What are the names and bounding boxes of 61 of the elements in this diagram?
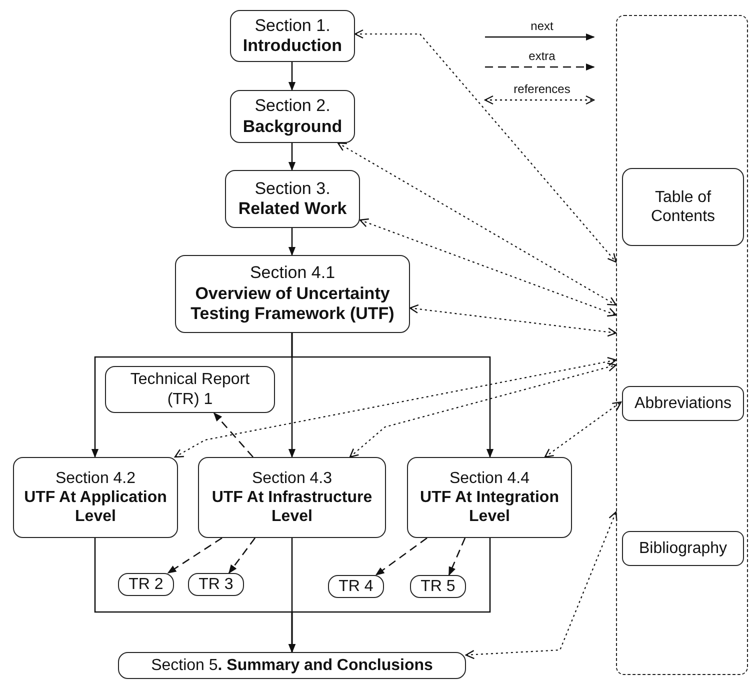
section-title: UTF At Integration Level — [419, 488, 560, 526]
section-box — [230, 90, 355, 143]
report-tag — [188, 573, 244, 596]
legend-label: extra — [528, 49, 556, 63]
dotted-arrow — [409, 304, 617, 337]
arrow — [288, 62, 296, 91]
section-label: Bibliography — [638, 538, 728, 558]
dashed-arrow — [448, 538, 466, 576]
section-title: Background — [242, 116, 342, 137]
dotted-arrow — [349, 362, 617, 458]
legend-label: references — [514, 82, 570, 96]
legend-label: next — [530, 19, 554, 33]
section-label: Section 4.2 — [55, 468, 136, 488]
arrow — [288, 538, 491, 653]
section-label: TR 3 — [198, 574, 234, 594]
section-box — [407, 457, 572, 538]
section-box — [13, 457, 178, 538]
dashed-arrow — [228, 538, 256, 574]
section-label: Abbreviations — [634, 394, 732, 414]
section-label: Section 4.4 — [449, 468, 530, 488]
report-tag — [118, 573, 174, 596]
dotted-arrow — [544, 401, 622, 458]
section-label: Section 2. — [254, 96, 330, 116]
arrow — [291, 333, 494, 458]
section-box — [230, 10, 355, 62]
section-label: Section 4.1 — [250, 263, 336, 284]
section-title: Related Work — [238, 199, 347, 220]
section-title: UTF At Application Level — [23, 488, 168, 526]
dotted-arrow — [337, 142, 617, 306]
section-box — [198, 457, 386, 538]
section-label: Section 5. Summary and Conclusions — [151, 656, 433, 676]
section-label: Table of Contents — [650, 188, 716, 226]
section-box — [175, 255, 410, 333]
report-tag — [410, 575, 466, 598]
section-label: Section 3. — [254, 178, 330, 199]
section-box — [118, 652, 466, 679]
section-label: TR 2 — [128, 574, 164, 594]
section-box — [622, 386, 744, 421]
section-box — [105, 366, 275, 413]
arrow — [288, 228, 296, 256]
section-title: Introduction — [242, 36, 342, 56]
section-box — [225, 170, 360, 228]
section-title: Overview of Uncertainty Testing Framework (UTF) — [190, 284, 396, 325]
arrow — [288, 143, 296, 171]
report-tag — [328, 575, 384, 598]
section-box — [622, 168, 744, 246]
dashed-arrow — [375, 537, 428, 576]
dotted-arrow — [465, 511, 618, 660]
dashed-arrow — [167, 537, 222, 574]
section-label: Technical Report (TR) 1 — [129, 370, 251, 409]
dashed-panel — [616, 15, 748, 675]
section-box — [622, 531, 744, 566]
section-label: TR 5 — [420, 576, 456, 596]
dashed-arrow — [213, 412, 254, 458]
dotted-arrow — [354, 29, 617, 263]
dotted-arrow — [174, 357, 617, 458]
section-label: TR 4 — [338, 576, 374, 596]
section-title: UTF At Infrastructure Level — [210, 488, 374, 526]
section-label: Section 4.3 — [252, 468, 332, 488]
dotted-arrow — [359, 218, 617, 317]
section-label: Section 1. — [254, 16, 330, 36]
